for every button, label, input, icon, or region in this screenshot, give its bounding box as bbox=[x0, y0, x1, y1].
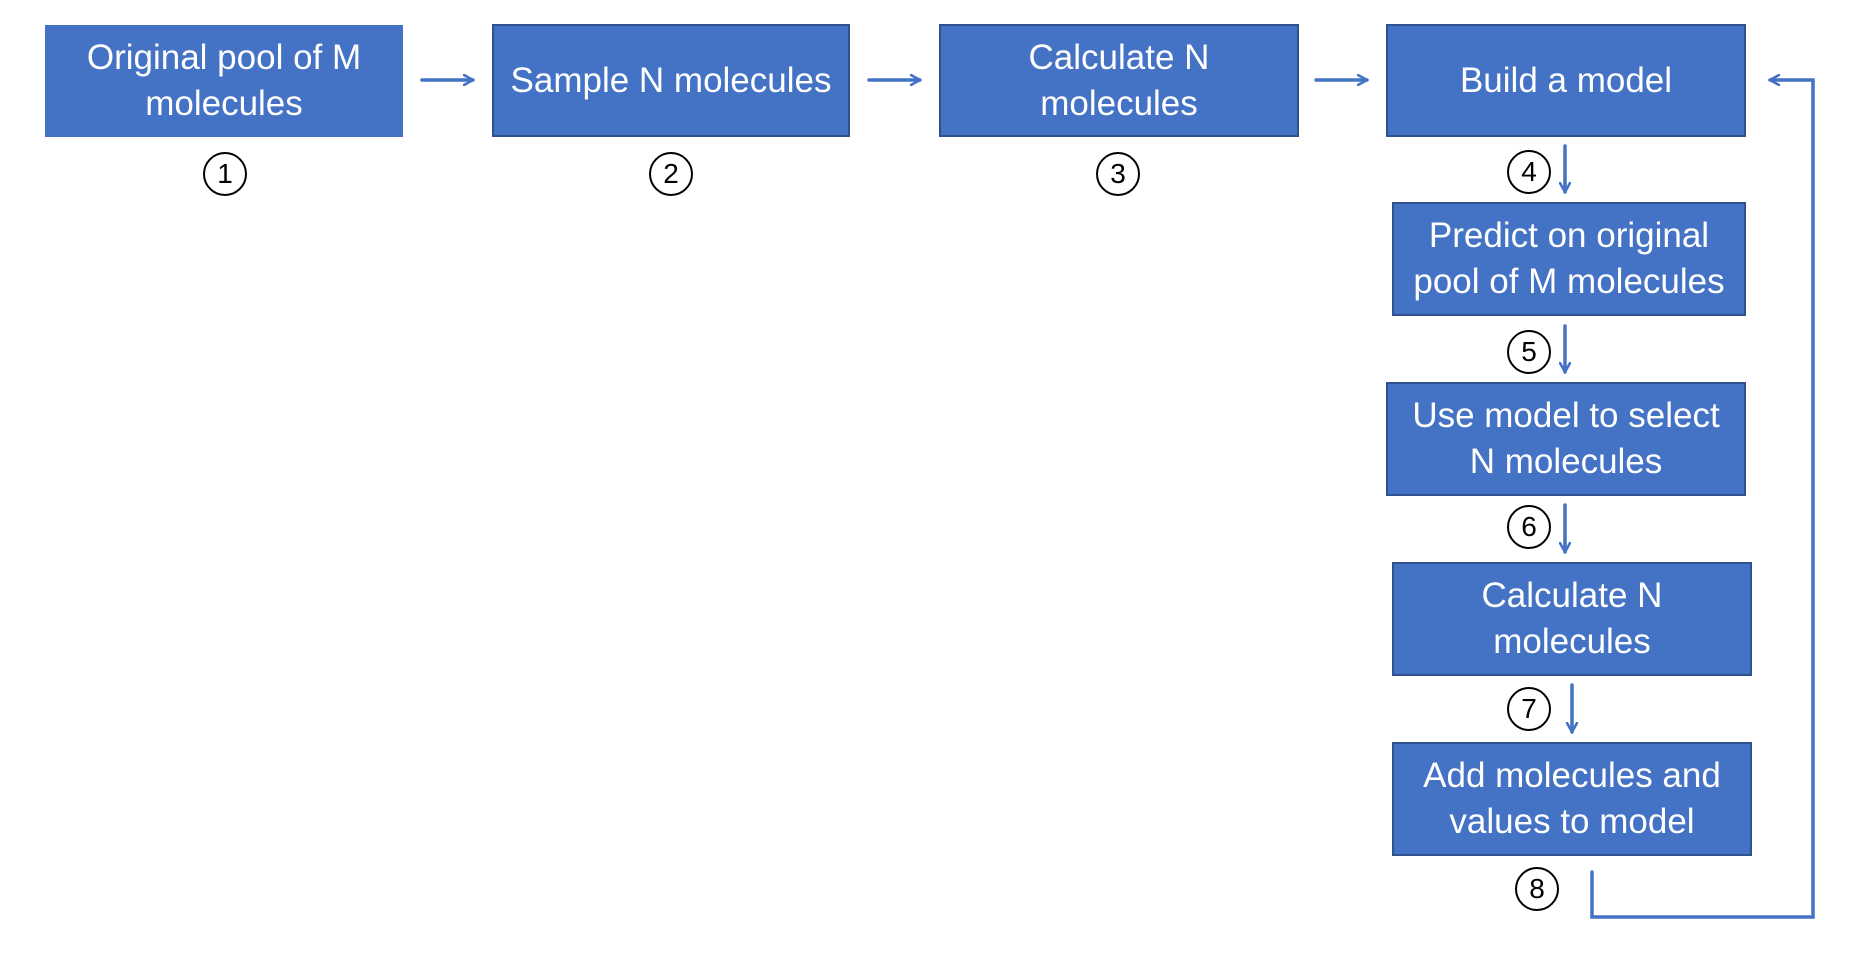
step-label: Calculate N molecules bbox=[1028, 37, 1210, 123]
step-marker-8: 8 bbox=[1515, 867, 1559, 911]
step-label: Sample N molecules bbox=[510, 60, 832, 100]
step-box-original-pool: Original pool of M molecules bbox=[45, 25, 403, 137]
step-box-add-to-model: Add molecules and values to model bbox=[1392, 742, 1752, 856]
step-label: Build a model bbox=[1459, 60, 1673, 100]
step-marker-6: 6 bbox=[1507, 505, 1551, 549]
step-label: Predict on original pool of M molecules bbox=[1413, 216, 1725, 301]
step-label: Use model to select N molecules bbox=[1412, 396, 1720, 481]
step-label: Calculate N molecules bbox=[1481, 576, 1663, 661]
step-marker-5: 5 bbox=[1507, 330, 1551, 374]
step-marker-4: 4 bbox=[1507, 150, 1551, 194]
step-box-calculate: Calculate N molecules bbox=[939, 24, 1299, 137]
step-box-build-model: Build a model bbox=[1386, 24, 1746, 137]
step-marker-3: 3 bbox=[1096, 152, 1140, 196]
step-label: Add molecules and values to model bbox=[1423, 756, 1721, 841]
step-box-sample: Sample N molecules bbox=[492, 24, 850, 137]
step-marker-2: 2 bbox=[649, 152, 693, 196]
step-box-predict: Predict on original pool of M molecules bbox=[1392, 202, 1746, 316]
step-box-calculate-selected: Calculate N molecules bbox=[1392, 562, 1752, 676]
loop-back-arrow bbox=[1590, 80, 1815, 919]
step-label: Original pool of M molecules bbox=[86, 38, 362, 123]
step-marker-1: 1 bbox=[203, 152, 247, 196]
step-marker-7: 7 bbox=[1507, 687, 1551, 731]
step-box-select: Use model to select N molecules bbox=[1386, 382, 1746, 496]
